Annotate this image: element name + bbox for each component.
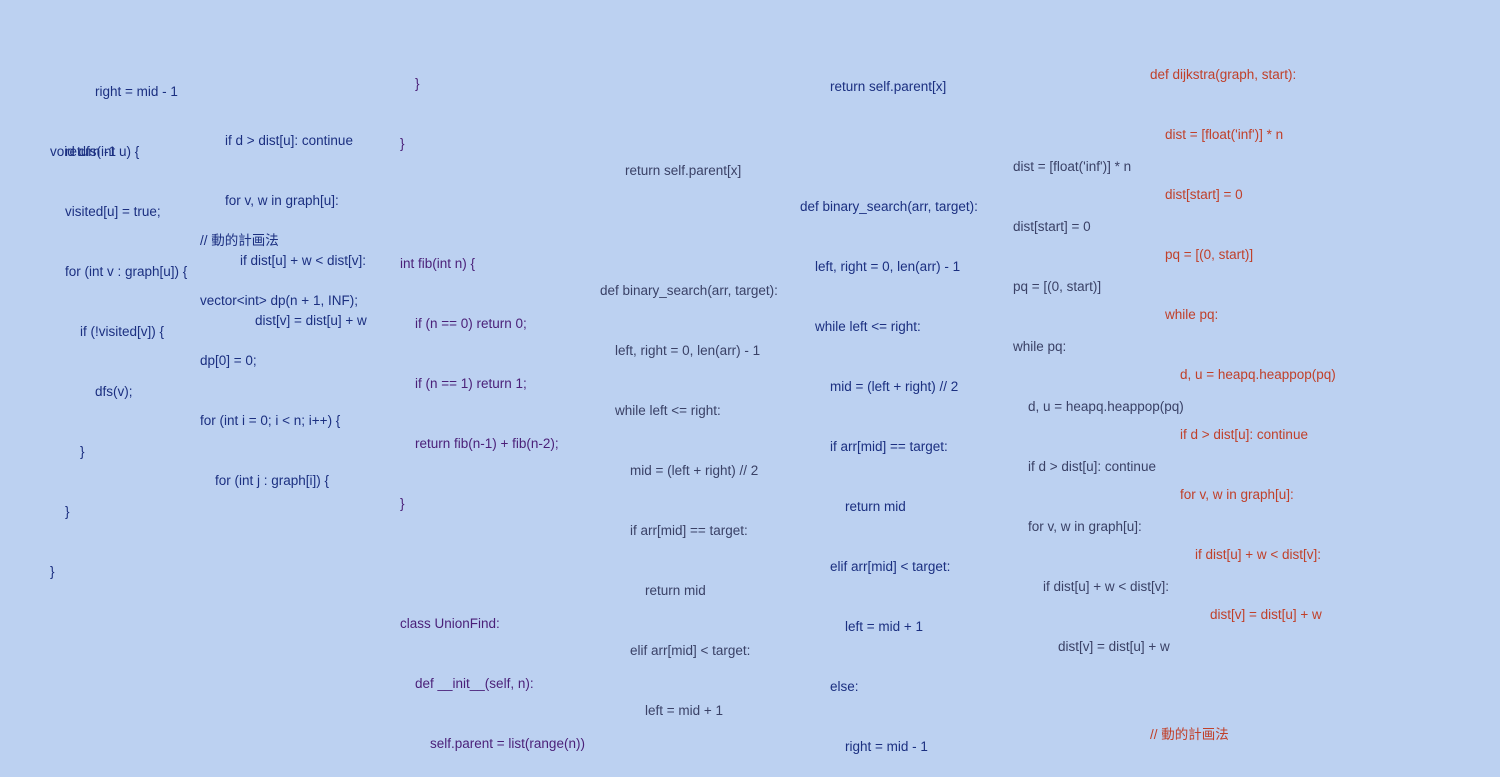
code-line: dist[start] = 0 xyxy=(1150,187,1243,202)
code-line: } xyxy=(50,444,85,459)
code-line: int fib(int n) { xyxy=(400,256,476,271)
code-line: pq = [(0, start)] xyxy=(1150,247,1254,262)
code-block-binary-search-1: return self.parent[x] def binary_search(… xyxy=(600,121,778,741)
code-line: if dist[u] + w < dist[v]: xyxy=(1150,547,1322,562)
code-line: return -1 xyxy=(50,144,117,159)
code-line: mid = (left + right) // 2 xyxy=(800,379,959,394)
code-line: def dijkstra(graph, start): xyxy=(1150,67,1297,82)
code-line: for v, w in graph[u]: xyxy=(225,193,339,208)
code-line: right = mid - 1 xyxy=(800,739,928,754)
code-line: while pq: xyxy=(1013,339,1067,354)
code-line: def __init__(self, n): xyxy=(400,676,534,691)
code-line: elif arr[mid] < target: xyxy=(600,643,751,658)
code-line: while pq: xyxy=(1150,307,1219,322)
code-block-fib-unionfind: } } int fib(int n) { if (n == 0) return … xyxy=(400,34,585,774)
code-line: dfs(v); xyxy=(50,384,133,399)
code-block-dijkstra-full: def dijkstra(graph, start): dist = [floa… xyxy=(1150,25,1336,765)
code-line: dp[0] = 0; xyxy=(200,353,257,368)
code-line: elif arr[mid] < target: xyxy=(800,559,951,574)
code-line xyxy=(600,221,778,241)
code-line: pq = [(0, start)] xyxy=(1013,279,1102,294)
code-line: if arr[mid] == target: xyxy=(600,523,748,538)
code-line: left = mid + 1 xyxy=(600,703,724,718)
code-line: d, u = heapq.heappop(pq) xyxy=(1013,399,1184,414)
code-line: for v, w in graph[u]: xyxy=(1150,487,1294,502)
code-line: d, u = heapq.heappop(pq) xyxy=(1150,367,1336,382)
code-line: left, right = 0, len(arr) - 1 xyxy=(600,343,761,358)
code-line: while left <= right: xyxy=(600,403,721,418)
code-line: self.parent = list(range(n)) xyxy=(400,736,585,751)
code-line: while left <= right: xyxy=(800,319,921,334)
code-line: left = mid + 1 xyxy=(800,619,924,634)
code-block-dfs: void dfs(int u) { visited[u] = true; for… xyxy=(50,102,187,602)
code-line: } xyxy=(50,504,70,519)
code-block-binary-search-tail: right = mid - 1 return -1 xyxy=(50,42,178,182)
code-line: } xyxy=(400,76,420,91)
code-line xyxy=(400,194,585,214)
code-line: right = mid - 1 xyxy=(50,84,178,99)
code-line: def binary_search(arr, target): xyxy=(800,199,978,214)
code-line: } xyxy=(400,136,405,151)
code-line: } xyxy=(400,496,405,511)
code-line: dist[v] = dist[u] + w xyxy=(1150,607,1322,622)
code-line: for (int v : graph[u]) { xyxy=(50,264,188,279)
code-line: visited[u] = true; xyxy=(50,204,161,219)
code-block-dijkstra-inner: if d > dist[u]: continue for v, w in gra… xyxy=(225,91,367,351)
code-line: if (n == 1) return 1; xyxy=(400,376,527,391)
code-line: return self.parent[x] xyxy=(800,79,947,94)
code-line: } xyxy=(50,564,55,579)
code-line xyxy=(800,137,978,157)
code-line: // 動的計画法 xyxy=(1150,727,1229,742)
code-line: return mid xyxy=(600,583,706,598)
code-line: vector<int> dp(n + 1, INF); xyxy=(200,293,358,308)
code-line: else: xyxy=(800,679,859,694)
code-line: if d > dist[u]: continue xyxy=(1150,427,1308,442)
code-line: def binary_search(arr, target): xyxy=(600,283,778,298)
code-line: dist = [float('inf')] * n xyxy=(1013,159,1132,174)
code-line: dist[v] = dist[u] + w xyxy=(225,313,367,328)
code-line: return fib(n-1) + fib(n-2); xyxy=(400,436,559,451)
code-line: // 動的計画法 xyxy=(200,233,279,248)
code-line: if arr[mid] == target: xyxy=(800,439,948,454)
code-line: if d > dist[u]: continue xyxy=(1013,459,1156,474)
code-line: if (!visited[v]) { xyxy=(50,324,165,339)
code-block-dp-init: // 動的計画法 vector<int> dp(n + 1, INF); dp[… xyxy=(200,191,358,511)
code-line: void dfs(int u) { xyxy=(50,144,140,159)
code-line: class UnionFind: xyxy=(400,616,500,631)
code-line: if d > dist[u]: continue xyxy=(225,133,353,148)
code-line: dist[start] = 0 xyxy=(1013,219,1091,234)
code-line xyxy=(1150,665,1336,685)
code-block-binary-search-2: return self.parent[x] def binary_search(… xyxy=(800,37,978,777)
code-line: return mid xyxy=(800,499,906,514)
code-line: for (int i = 0; i < n; i++) { xyxy=(200,413,341,428)
code-line: for (int j : graph[i]) { xyxy=(200,473,330,488)
code-line: if (n == 0) return 0; xyxy=(400,316,527,331)
code-line: dist = [float('inf')] * n xyxy=(1150,127,1284,142)
code-line: return self.parent[x] xyxy=(625,163,742,178)
code-line: left, right = 0, len(arr) - 1 xyxy=(800,259,961,274)
code-line: if dist[u] + w < dist[v]: xyxy=(225,253,367,268)
code-line xyxy=(400,554,585,574)
code-line: mid = (left + right) // 2 xyxy=(600,463,759,478)
